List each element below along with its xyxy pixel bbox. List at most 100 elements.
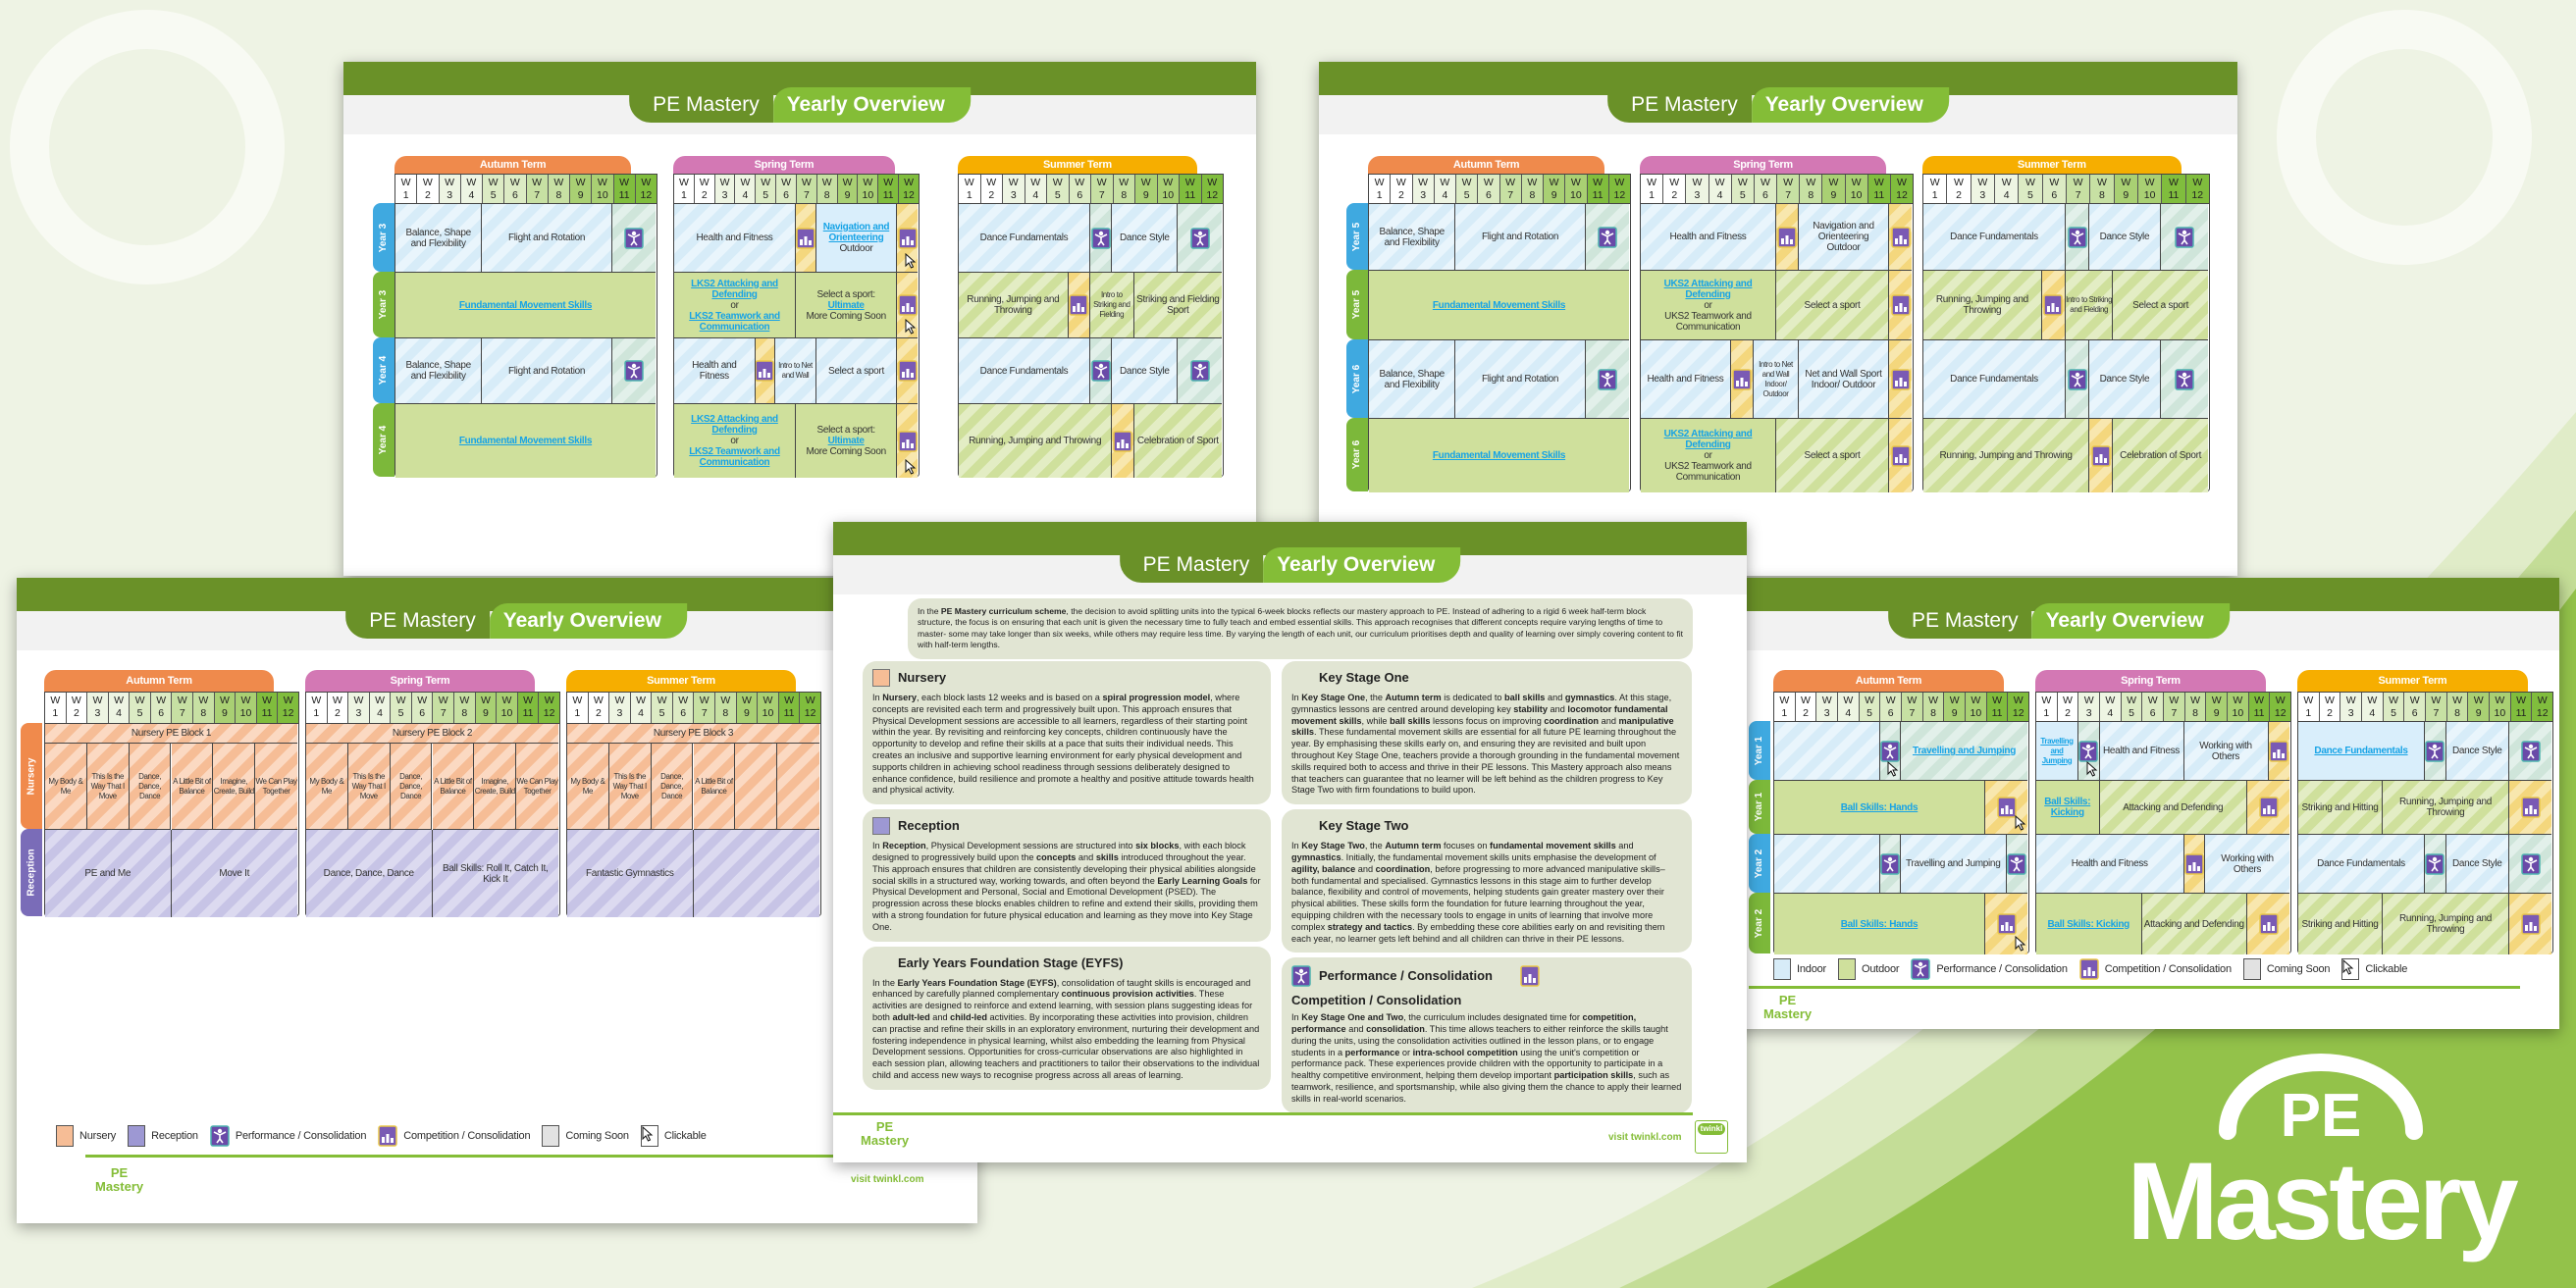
week-prefix: W bbox=[1614, 177, 1625, 188]
unit-cell: Celebration of Sport bbox=[2113, 419, 2208, 492]
week-number: 6 bbox=[1887, 707, 1894, 719]
unit-link[interactable]: Fundamental Movement Skills bbox=[458, 436, 593, 446]
competition-consolidation-cell[interactable] bbox=[897, 273, 918, 338]
week-prefix: W bbox=[2345, 695, 2356, 706]
unit-cell[interactable]: Fundamental Movement Skills bbox=[1369, 271, 1629, 340]
competition-consolidation-cell[interactable] bbox=[1985, 894, 2027, 954]
unit-cell[interactable]: Fundamental Movement Skills bbox=[395, 404, 656, 478]
unit-link[interactable]: LKS2 Teamwork and Communication bbox=[689, 310, 780, 333]
week-number: 11 bbox=[783, 707, 795, 719]
week-number: 10 bbox=[2232, 707, 2244, 719]
competition-consolidation-cell bbox=[2041, 271, 2066, 340]
text-run: or bbox=[1399, 1047, 1413, 1057]
unit-cell[interactable]: Ball Skills: Hands bbox=[1774, 781, 1985, 835]
unit-link[interactable]: Navigation and Orienteering bbox=[822, 222, 890, 243]
performance-icon bbox=[1598, 226, 1617, 248]
week-prefix: W bbox=[2254, 695, 2265, 706]
week-number: 2 bbox=[1671, 189, 1678, 201]
text-run: , with each block designed to progressiv… bbox=[872, 841, 1246, 862]
unit-cell[interactable]: Dance Fundamentals bbox=[2298, 722, 2425, 781]
performance-consolidation-cell[interactable] bbox=[2078, 722, 2100, 781]
unit-label: Intro to Net and Wall bbox=[778, 361, 813, 380]
unit-link[interactable]: Ultimate bbox=[827, 436, 865, 446]
week-number: 2 bbox=[2327, 707, 2333, 719]
bold-phrase: Nursery bbox=[882, 693, 917, 702]
competition-consolidation-cell[interactable] bbox=[897, 204, 918, 273]
unit-link[interactable]: LKS2 Attacking and Defending bbox=[691, 278, 778, 300]
week-prefix: W bbox=[1207, 177, 1218, 188]
week-number: 4 bbox=[1032, 189, 1039, 201]
unit-link[interactable]: Ball Skills: Kicking bbox=[2047, 918, 2130, 930]
unit-link[interactable]: Ball Skills: Kicking bbox=[2044, 797, 2091, 818]
unit-cell[interactable]: Fundamental Movement Skills bbox=[395, 273, 656, 338]
week-number: 3 bbox=[1010, 189, 1017, 201]
unit-cell[interactable]: Ball Skills: Hands bbox=[1774, 894, 1985, 954]
text-run: In bbox=[1291, 841, 1302, 851]
unit-cell[interactable]: Travelling and Jumping bbox=[1901, 722, 2027, 781]
unit-cell[interactable]: Ball Skills: Kicking bbox=[2036, 894, 2142, 954]
unit-cell[interactable]: Ball Skills: Kicking bbox=[2036, 781, 2100, 835]
legend-item: Coming Soon bbox=[542, 1125, 629, 1147]
unit-link[interactable]: Fundamental Movement Skills bbox=[1432, 450, 1566, 461]
competition-consolidation-cell[interactable] bbox=[897, 404, 918, 478]
week-number: 12 bbox=[282, 707, 294, 719]
unit-link[interactable]: Ultimate bbox=[827, 299, 865, 311]
unit-cell: Imagine, Create, Build bbox=[213, 744, 256, 830]
unit-link[interactable]: Ball Skills: Hands bbox=[1840, 918, 1919, 930]
legend-label: Performance / Consolidation bbox=[1936, 963, 2068, 975]
unit-link[interactable]: Travelling and Jumping bbox=[2040, 736, 2074, 765]
year-tab: Year 3 bbox=[373, 203, 394, 272]
week-prefix: W bbox=[1440, 177, 1450, 188]
unit-cell[interactable]: Travelling and Jumping bbox=[2036, 722, 2078, 781]
unit-link[interactable]: Fundamental Movement Skills bbox=[458, 299, 593, 311]
unit-link[interactable]: Travelling and Jumping bbox=[1912, 746, 2017, 756]
unit-link[interactable]: UKS2 Attacking and Defending bbox=[1663, 429, 1753, 450]
week-number: 8 bbox=[1121, 189, 1128, 201]
unit-cell: Imagine, Create, Build bbox=[474, 744, 517, 830]
unit-link[interactable]: UKS2 Attacking and Defending bbox=[1663, 278, 1753, 300]
unit-link[interactable]: Dance Fundamentals bbox=[2314, 746, 2408, 756]
unit-link[interactable]: LKS2 Attacking and Defending bbox=[691, 414, 778, 436]
performance-consolidation-cell[interactable] bbox=[1879, 722, 1901, 781]
week-number: 3 bbox=[721, 189, 728, 201]
week-prefix: W bbox=[375, 695, 385, 706]
year-tab-label: Year 4 bbox=[378, 425, 390, 455]
visit-twinkl-link[interactable]: visit twinkl.com bbox=[1608, 1132, 1682, 1143]
week-prefix: W bbox=[1885, 695, 1896, 706]
year-tab: Year 5 bbox=[1346, 270, 1368, 339]
week-number: 3 bbox=[1823, 707, 1830, 719]
legend-swatch bbox=[2242, 958, 2261, 980]
unit-link[interactable]: Fundamental Movement Skills bbox=[1432, 299, 1566, 311]
visit-twinkl-link[interactable]: visit twinkl.com bbox=[851, 1174, 924, 1185]
unit-cell[interactable]: Fundamental Movement Skills bbox=[1369, 419, 1629, 492]
week-number: 6 bbox=[511, 189, 518, 201]
unit-link[interactable]: Ball Skills: Hands bbox=[1840, 801, 1919, 813]
week-prefix: W bbox=[1593, 177, 1603, 188]
competition-consolidation-cell[interactable] bbox=[1985, 781, 2027, 835]
term-header: Spring Term bbox=[673, 156, 895, 174]
unit-cell: Flight and Rotation bbox=[482, 338, 612, 404]
week-prefix: W bbox=[2192, 177, 2203, 188]
week-number: 12 bbox=[2274, 707, 2287, 719]
unit-link[interactable]: LKS2 Teamwork and Communication bbox=[689, 446, 780, 468]
